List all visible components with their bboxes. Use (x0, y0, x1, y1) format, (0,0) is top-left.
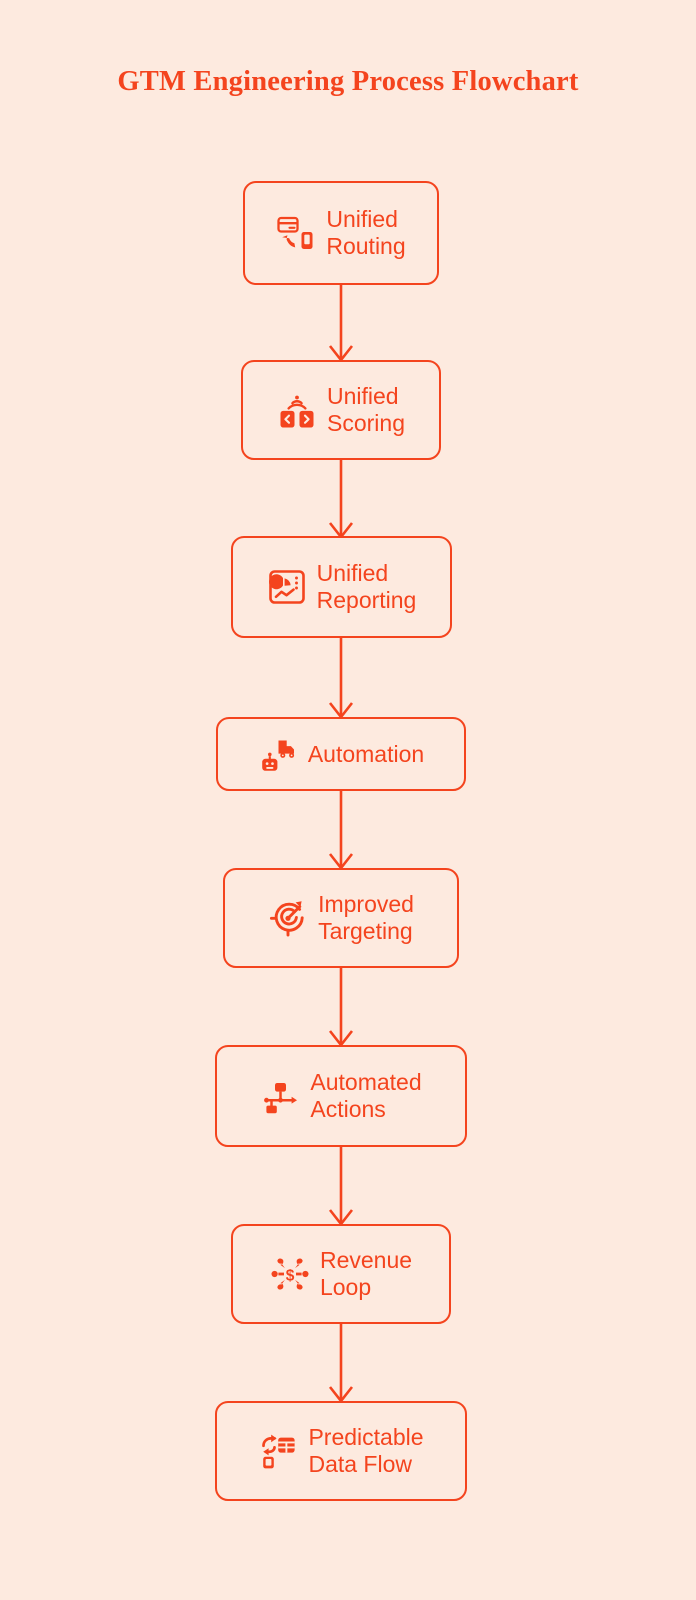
flow-node-label: Improved Targeting (318, 891, 414, 944)
robot-truck-icon (262, 740, 294, 771)
connector-revenue-to-dataflow (328, 1322, 354, 1404)
broadcast-score-icon (280, 395, 314, 428)
connector-scoring-to-reporting (328, 458, 354, 540)
flow-node-label: Unified Routing (326, 206, 406, 259)
card-phone-call-icon (277, 216, 313, 249)
flow-node-label: Predictable Data Flow (308, 1424, 424, 1477)
connector-actions-to-revenue (328, 1145, 354, 1227)
flow-node-automated-actions[interactable]: Automated Actions (215, 1045, 467, 1147)
flow-node-label: Automated Actions (310, 1069, 422, 1122)
target-arrow-icon (270, 901, 304, 937)
connector-targeting-to-actions (328, 966, 354, 1048)
page-title: GTM Engineering Process Flowchart (117, 66, 579, 97)
connector-reporting-to-automation (328, 636, 354, 720)
flow-node-label: Revenue Loop (319, 1247, 413, 1300)
workflow-nodes-icon (264, 1083, 298, 1114)
flow-node-unified-reporting[interactable]: Unified Reporting (231, 536, 452, 638)
connector-automation-to-targeting (328, 789, 354, 871)
revenue-network-icon: $ (271, 1258, 309, 1290)
flow-node-label: Automation (307, 740, 425, 767)
flow-node-revenue-loop[interactable]: $ Revenue Loop (231, 1224, 451, 1324)
flow-node-unified-scoring[interactable]: Unified Scoring (241, 360, 441, 460)
flow-node-label: Unified Reporting (316, 560, 417, 613)
flow-node-unified-routing[interactable]: Unified Routing (243, 181, 439, 285)
flow-node-predictable-data-flow[interactable]: Predictable Data Flow (215, 1401, 467, 1501)
flow-node-improved-targeting[interactable]: Improved Targeting (223, 868, 459, 968)
pie-report-chart-icon (268, 570, 305, 604)
flow-node-automation[interactable]: Automation (216, 717, 466, 791)
flow-node-label: Unified Scoring (327, 383, 405, 436)
phone-data-table-icon (262, 1434, 296, 1469)
connector-routing-to-scoring (328, 283, 354, 363)
svg-text:$: $ (286, 1267, 295, 1284)
